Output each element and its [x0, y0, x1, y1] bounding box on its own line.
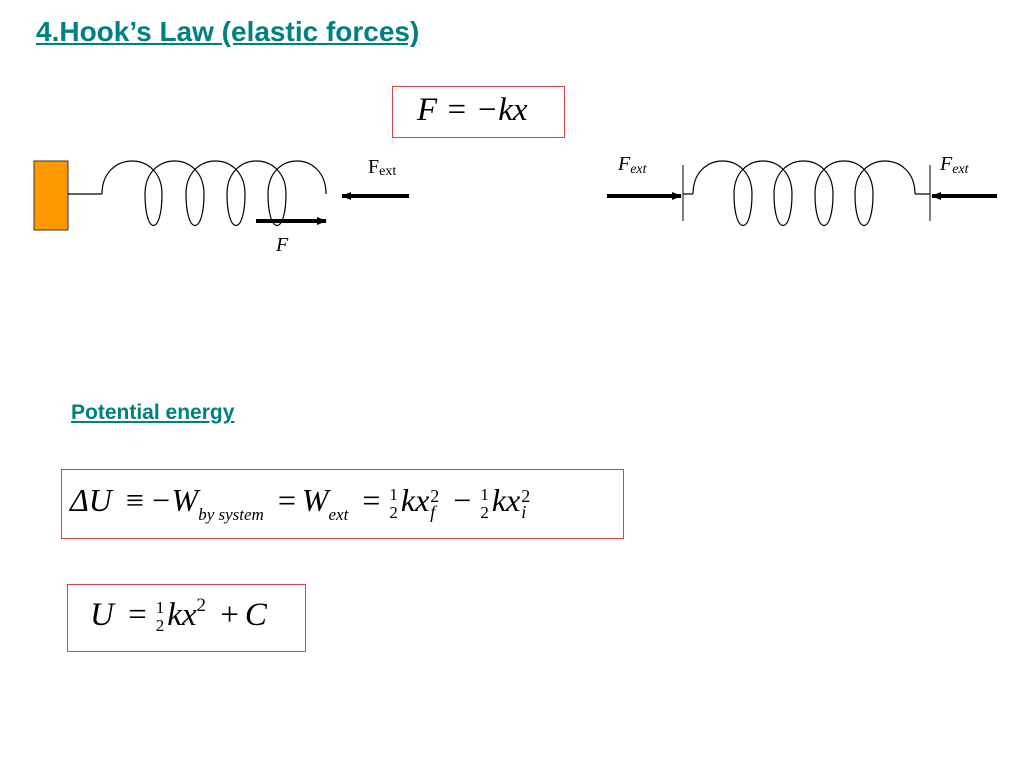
- wall-block: [33, 160, 69, 231]
- potential-energy-heading: Potential energy: [71, 401, 235, 424]
- right-right-force-label: Fext: [939, 153, 970, 177]
- plus-symbol: +: [220, 597, 239, 633]
- squared-exponent: 2: [196, 595, 207, 616]
- work-ext: W: [301, 482, 329, 518]
- kx-term: kx: [167, 597, 197, 633]
- spring-force-label: F: [275, 234, 289, 256]
- equals-2: =: [362, 482, 381, 518]
- left-spring: [68, 160, 327, 226]
- kx-final: kx: [400, 482, 430, 518]
- u-symbol: U: [90, 597, 114, 633]
- work-subscript-by-system: by system: [198, 505, 264, 524]
- neg-work: −W: [149, 482, 199, 518]
- right-spring: [683, 160, 930, 226]
- minus-symbol: −: [453, 482, 472, 518]
- equiv-symbol: ≡: [125, 482, 144, 518]
- work-subscript-ext: ext: [328, 505, 349, 524]
- kx-initial: kx: [491, 482, 521, 518]
- left-external-force-label: Fext: [368, 156, 396, 179]
- equals-symbol: =: [128, 597, 147, 633]
- delta-u: ΔU: [70, 482, 112, 518]
- equals-1: =: [277, 482, 296, 518]
- constant-c: C: [244, 597, 267, 633]
- hooke-law-equation: F = −kx: [417, 92, 528, 128]
- spring-diagrams: Fext F Fext Fext: [33, 153, 997, 256]
- slide-title: 4.Hook’s Law (elastic forces): [36, 16, 420, 47]
- right-left-force-label: Fext: [617, 153, 648, 177]
- hooke-law-box: F = −kx: [392, 86, 565, 138]
